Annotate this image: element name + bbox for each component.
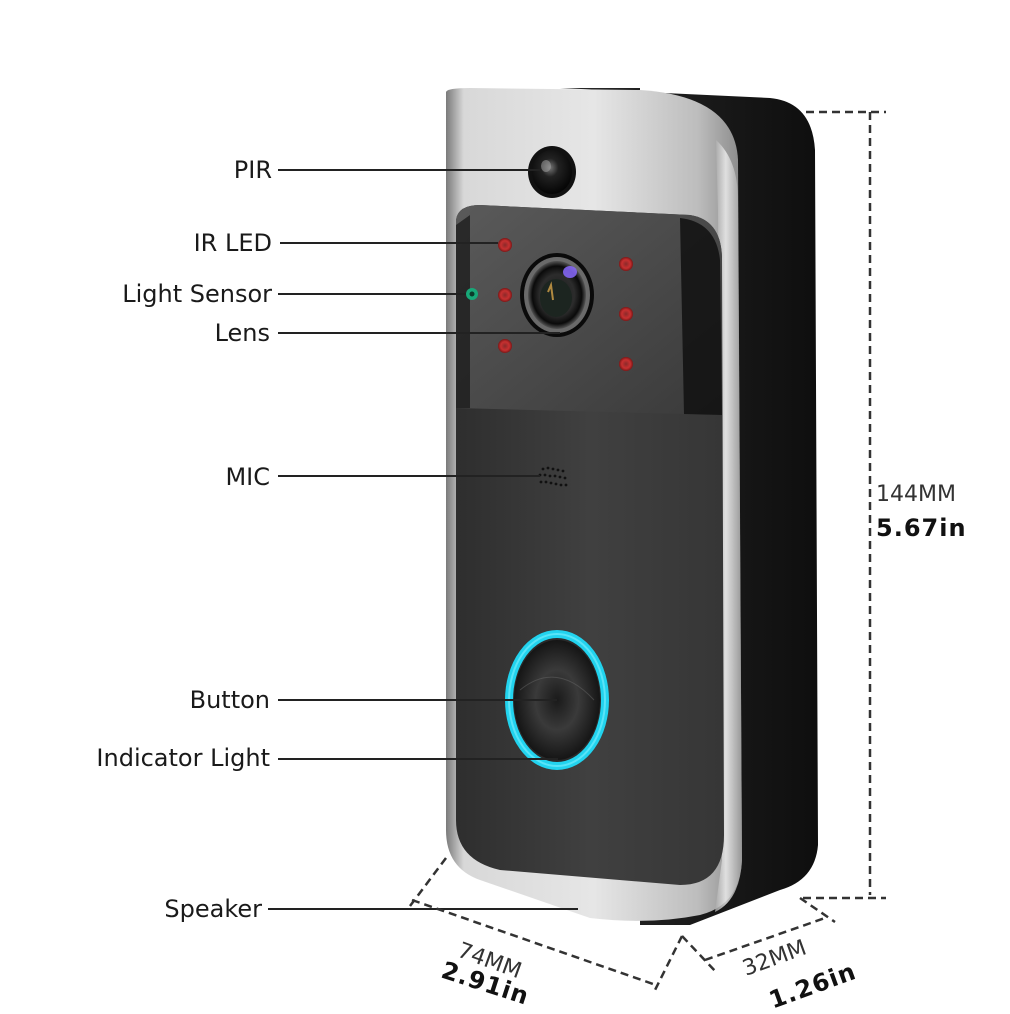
height-mm-label: 144MM [876, 482, 956, 507]
ir-leds [498, 238, 633, 371]
callout-pir: PIR [233, 156, 272, 184]
height-in-label: 5.67in [876, 514, 967, 542]
mic-holes [538, 466, 568, 487]
callout-lens: Lens [214, 319, 270, 347]
callout-button: Button [189, 686, 270, 714]
callout-indicator-light: Indicator Light [96, 744, 270, 772]
pir-sensor [528, 146, 576, 198]
callout-lines [268, 169, 578, 910]
camera-lens [520, 253, 594, 337]
callout-mic: MIC [225, 463, 270, 491]
callout-speaker: Speaker [164, 895, 262, 923]
light-sensor [466, 288, 478, 300]
dimension-lines [409, 110, 886, 991]
callout-ir-led: IR LED [193, 229, 272, 257]
callout-light-sensor: Light Sensor [122, 280, 272, 308]
